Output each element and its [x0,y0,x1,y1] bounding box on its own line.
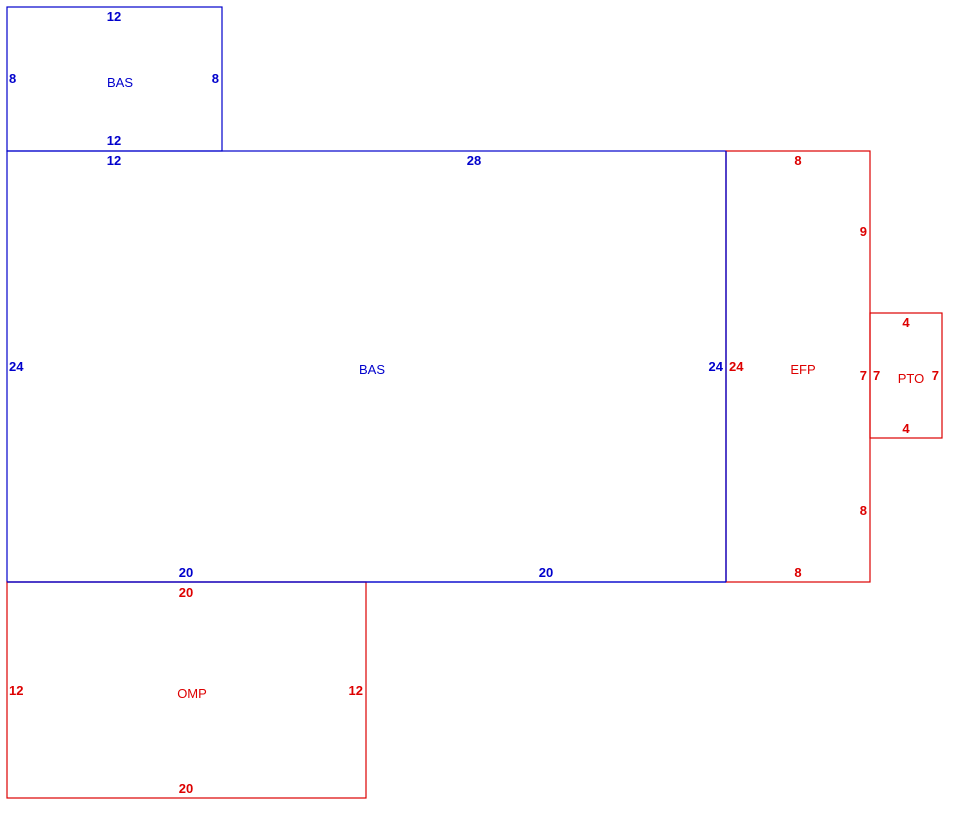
efp-dim-right-lower: 8 [860,503,867,518]
pto-dim-right: 7 [932,368,939,383]
omp-area-label: OMP [177,686,207,701]
omp-dim-right: 12 [349,683,363,698]
omp-dim-left: 12 [9,683,23,698]
bas-main-dim-top-left: 12 [107,153,121,168]
bas-main-dim-bottom-left: 20 [179,565,193,580]
pto-dim-left: 7 [873,368,880,383]
pto-area-label: PTO [898,371,925,386]
bas-upper-dim-top: 12 [107,9,121,24]
pto-dim-bottom: 4 [902,421,910,436]
efp-dim-bottom: 8 [794,565,801,580]
efp-dim-left: 24 [729,359,744,374]
efp-dim-right-mid: 7 [860,368,867,383]
efp-dim-right-upper: 9 [860,224,867,239]
omp-dim-top: 20 [179,585,193,600]
bas-main-dim-top: 28 [467,153,481,168]
efp-area-label: EFP [790,362,815,377]
pto-dim-top: 4 [902,315,910,330]
pto-outline [869,312,943,439]
bas-upper-dim-bottom: 12 [107,133,121,148]
bas-main-area-label: BAS [359,362,385,377]
bas-upper-dim-right: 8 [212,71,219,86]
bas-main-dim-left: 24 [9,359,24,374]
bas-upper-dim-left: 8 [9,71,16,86]
omp-dim-bottom: 20 [179,781,193,796]
efp-dim-top: 8 [794,153,801,168]
bas-main-dim-right: 24 [709,359,724,374]
bas-main-dim-bottom-right: 20 [539,565,553,580]
bas-upper-area-label: BAS [107,75,133,90]
